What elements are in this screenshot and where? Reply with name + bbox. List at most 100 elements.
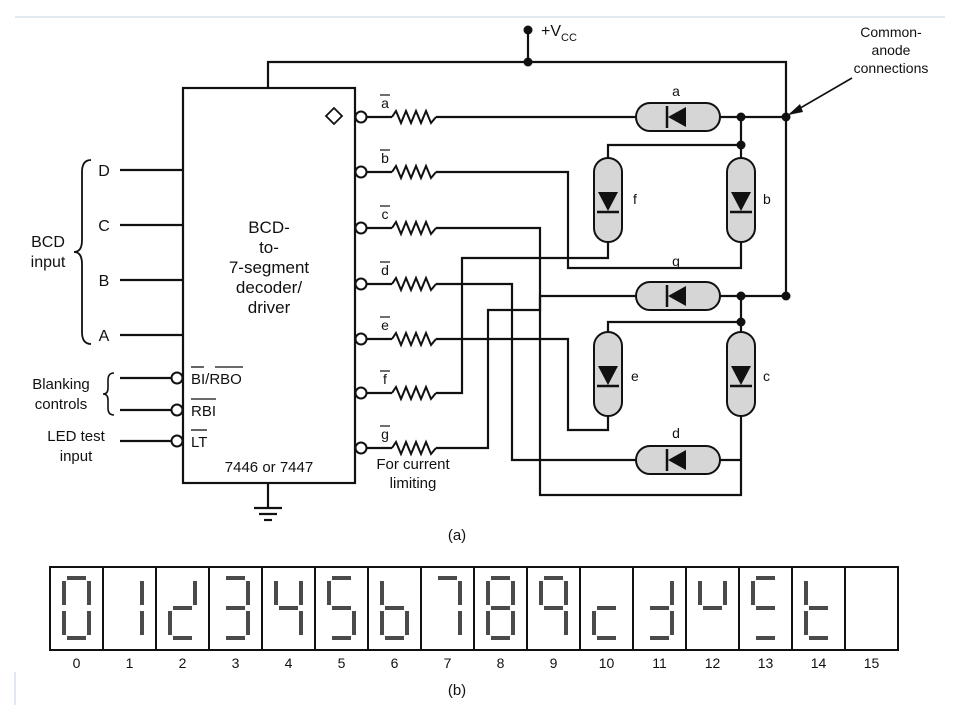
blanking-label-1: Blanking <box>32 376 90 393</box>
output-label-b: b <box>381 150 389 166</box>
led-a-label: a <box>672 83 680 99</box>
segment-g <box>491 606 510 610</box>
output-label-g: g <box>381 426 389 442</box>
resistor-note-1: For current <box>376 456 450 473</box>
segment-f <box>698 581 702 605</box>
wire-b <box>436 170 743 270</box>
digit-number: 1 <box>126 655 134 671</box>
resistor-note-2: limiting <box>390 475 437 492</box>
digit-number: 15 <box>864 655 880 671</box>
segment-g <box>703 606 722 610</box>
segment-c <box>299 611 303 635</box>
segment-f <box>274 581 278 605</box>
resistor-b <box>391 163 437 181</box>
pin-bi-rbo: BI/RBO <box>191 371 242 388</box>
junction-1 <box>736 112 746 122</box>
segment-d <box>385 636 404 640</box>
digit-number: 14 <box>811 655 827 671</box>
digit-cell-7: 7 <box>420 566 475 671</box>
chip-title-4: decoder/ <box>236 278 302 297</box>
vcc-bus <box>266 60 788 296</box>
segment-e <box>804 611 808 635</box>
callout-line3: connections <box>854 60 929 76</box>
segment-e <box>592 611 596 635</box>
digit-number: 6 <box>391 655 399 671</box>
segment-g <box>597 606 616 610</box>
supply-terminal <box>523 25 533 35</box>
segment-d <box>67 636 86 640</box>
led-g: g <box>635 253 721 311</box>
led-test-label-1: LED test <box>47 428 105 445</box>
segment-b <box>87 581 91 605</box>
caption-a: (a) <box>448 527 466 544</box>
segment-c <box>458 611 462 635</box>
digit-number: 4 <box>285 655 293 671</box>
segment-a <box>544 576 563 580</box>
led-f: f <box>593 157 637 243</box>
resistor-g <box>391 439 437 457</box>
output-label-a: a <box>381 95 389 111</box>
segment-d <box>756 636 775 640</box>
output-label-f: f <box>383 371 387 387</box>
segment-g <box>173 606 192 610</box>
segment-g <box>544 606 563 610</box>
output-bubble-b <box>354 165 368 179</box>
callout-arrowhead <box>788 104 803 115</box>
output-label-d: d <box>381 262 389 278</box>
segment-f <box>539 581 543 605</box>
digit-number: 5 <box>338 655 346 671</box>
segment-g <box>332 606 351 610</box>
digit-number: 12 <box>705 655 721 671</box>
led-b-label: b <box>763 191 771 207</box>
caption-b: (b) <box>448 682 466 699</box>
led-c: c <box>726 331 770 417</box>
resistor-a <box>391 108 437 126</box>
digit-cell-2: 2 <box>155 566 210 671</box>
led-g-label: g <box>672 253 680 269</box>
digit-number: 9 <box>550 655 558 671</box>
output-bubble-a <box>354 110 368 124</box>
input-d-label: D <box>98 163 110 180</box>
segment-e <box>168 611 172 635</box>
output-bubble-f <box>354 386 368 400</box>
input-c-label: C <box>98 218 110 235</box>
led-a: a <box>635 83 721 132</box>
digit-number: 0 <box>73 655 81 671</box>
led-f-label: f <box>633 191 637 207</box>
segment-a <box>491 576 510 580</box>
junction-3 <box>736 140 746 150</box>
input-a-label: A <box>99 328 110 345</box>
segment-d <box>650 636 669 640</box>
bcd-brace <box>73 159 92 345</box>
callout-line2: anode <box>872 42 911 58</box>
output-label-c: c <box>382 206 389 222</box>
digit-number: 3 <box>232 655 240 671</box>
segment-a <box>67 576 86 580</box>
led-d: d <box>635 425 721 475</box>
segment-b <box>564 581 568 605</box>
digit-number: 13 <box>758 655 774 671</box>
segment-d <box>173 636 192 640</box>
open-collector-symbol <box>324 106 344 126</box>
digit-number: 2 <box>179 655 187 671</box>
wire-d <box>436 282 636 462</box>
wire-f <box>436 235 610 395</box>
output-bubble-e <box>354 332 368 346</box>
output-bubble-c <box>354 221 368 235</box>
segment-b <box>299 581 303 605</box>
led-test-label-2: input <box>60 448 93 465</box>
junction-6 <box>736 317 746 327</box>
digit-cell-6: 6 <box>367 566 422 671</box>
digit-number: 7 <box>444 655 452 671</box>
led-e: e <box>593 331 639 417</box>
segment-c <box>405 611 409 635</box>
segment-b <box>723 581 727 605</box>
segment-f <box>804 581 808 605</box>
chip-title-2: to- <box>259 238 279 257</box>
segment-c <box>511 611 515 635</box>
digit-number: 11 <box>652 655 667 671</box>
segment-e <box>62 611 66 635</box>
bi-rbo-bubble <box>170 371 184 385</box>
segment-a <box>332 576 351 580</box>
